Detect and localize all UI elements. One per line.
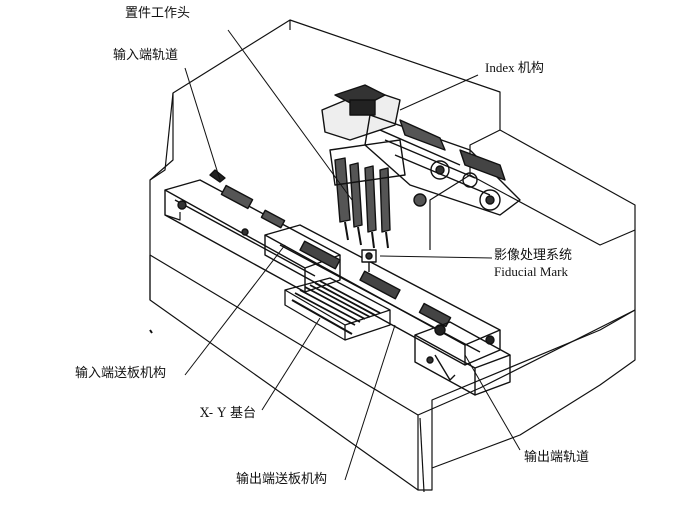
base-details (149, 212, 181, 334)
xy-table-structure (284, 277, 391, 341)
label-input-rail: 输入端轨道 (113, 48, 179, 63)
label-xy-table-prefix: X- Y (200, 406, 226, 421)
label-xy-table: X- Y 基台 (200, 406, 256, 422)
label-input-conveyor: 输入端送板机构 (75, 366, 167, 381)
leader-vision-system (379, 255, 493, 259)
vision-camera-structure (361, 249, 377, 272)
leader-input-rail (184, 67, 221, 181)
label-placement-head: 置件工作头 (125, 6, 191, 21)
leader-input-conveyor (184, 244, 286, 376)
leader-xy-table (261, 317, 321, 411)
placement-head-structure (329, 139, 406, 249)
leader-index-mechanism (399, 74, 479, 111)
label-xy-table-suffix: 基台 (230, 406, 257, 421)
machine-housing (149, 19, 636, 493)
label-output-conveyor: 输出端送板机构 (236, 472, 328, 487)
index-mechanism-structure (321, 84, 521, 216)
label-vision-system: 影像处理系统 (494, 248, 573, 263)
output-rail-structure (414, 321, 511, 396)
leader-placement-head (227, 29, 353, 201)
label-fiducial-mark: Fiducial Mark (494, 264, 569, 279)
label-output-rail: 输出端轨道 (524, 450, 590, 465)
leader-output-conveyor (344, 324, 396, 481)
leader-output-rail (464, 354, 521, 451)
label-index-mechanism: Index 机构 (485, 60, 544, 75)
leader-lines (184, 29, 521, 481)
input-rail-structure (164, 169, 341, 293)
